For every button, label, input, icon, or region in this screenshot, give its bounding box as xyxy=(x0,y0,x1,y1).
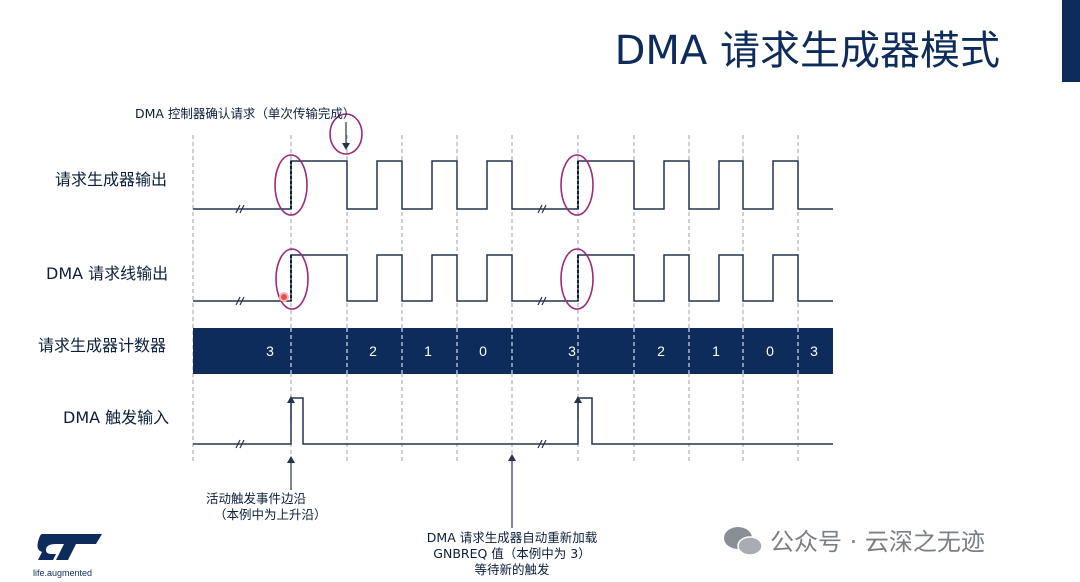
label-trigger-input: DMA 触发输入 xyxy=(63,408,170,427)
arrow-head xyxy=(287,456,295,463)
dma-line-output-waveform xyxy=(193,254,833,302)
counter-value: 3 xyxy=(810,343,818,359)
break-mark xyxy=(235,204,245,214)
cursor-dot xyxy=(279,292,289,302)
note-reload-line3: 等待新的触发 xyxy=(474,562,550,577)
wechat-icon xyxy=(724,527,763,556)
highlight-oval xyxy=(275,248,309,310)
note-reload-line2: GNBREQ 值（本例中为 3） xyxy=(433,546,591,561)
note-edge-line2: （本例中为上升沿） xyxy=(214,507,327,522)
accent-bar xyxy=(1062,0,1080,82)
counter-background xyxy=(193,328,833,374)
counter-value: 1 xyxy=(424,343,432,359)
arrow-head xyxy=(287,396,295,403)
counter-value: 0 xyxy=(766,343,774,359)
note-reload: DMA 请求生成器自动重新加载 GNBREQ 值（本例中为 3） 等待新的触发 xyxy=(420,530,604,578)
generator-output-waveform xyxy=(193,160,833,210)
note-edge: 活动触发事件边沿 （本例中为上升沿） xyxy=(206,491,327,523)
counter-value: 2 xyxy=(657,343,665,359)
note-reload-line1: DMA 请求生成器自动重新加载 xyxy=(426,530,598,545)
counter-bar: 3 2 1 0 3 2 1 0 3 xyxy=(193,328,833,374)
logo-text: life.augmented xyxy=(33,568,93,578)
highlight-ovals xyxy=(274,113,594,310)
arrow-head xyxy=(342,143,350,150)
counter-value: 2 xyxy=(369,343,377,359)
label-dma-line-output: DMA 请求线输出 xyxy=(46,264,169,283)
arrows xyxy=(287,122,582,528)
trigger-input-waveform xyxy=(193,397,833,445)
break-mark xyxy=(537,204,547,214)
break-mark xyxy=(235,296,245,306)
st-logo-icon xyxy=(37,534,102,560)
arrow-head xyxy=(574,396,582,403)
counter-value: 0 xyxy=(479,343,487,359)
label-counter: 请求生成器计数器 xyxy=(38,336,167,355)
counter-value: 1 xyxy=(712,343,720,359)
break-mark xyxy=(537,439,547,449)
counter-value: 3 xyxy=(266,343,274,359)
break-mark xyxy=(235,439,245,449)
break-mark xyxy=(537,296,547,306)
highlight-oval xyxy=(560,154,594,216)
page-title: DMA 请求生成器模式 xyxy=(614,28,1000,74)
label-generator-output: 请求生成器输出 xyxy=(55,170,168,189)
highlight-oval xyxy=(329,113,363,155)
watermark-text: 公众号 · 云深之无迹 xyxy=(770,528,985,556)
note-ack: DMA 控制器确认请求（单次传输完成） xyxy=(135,106,356,121)
arrow-head xyxy=(508,454,516,461)
counter-value: 3 xyxy=(568,343,576,359)
highlight-oval xyxy=(274,154,308,216)
note-edge-line1: 活动触发事件边沿 xyxy=(206,491,307,506)
highlight-oval xyxy=(560,248,594,310)
break-marks xyxy=(235,204,547,449)
